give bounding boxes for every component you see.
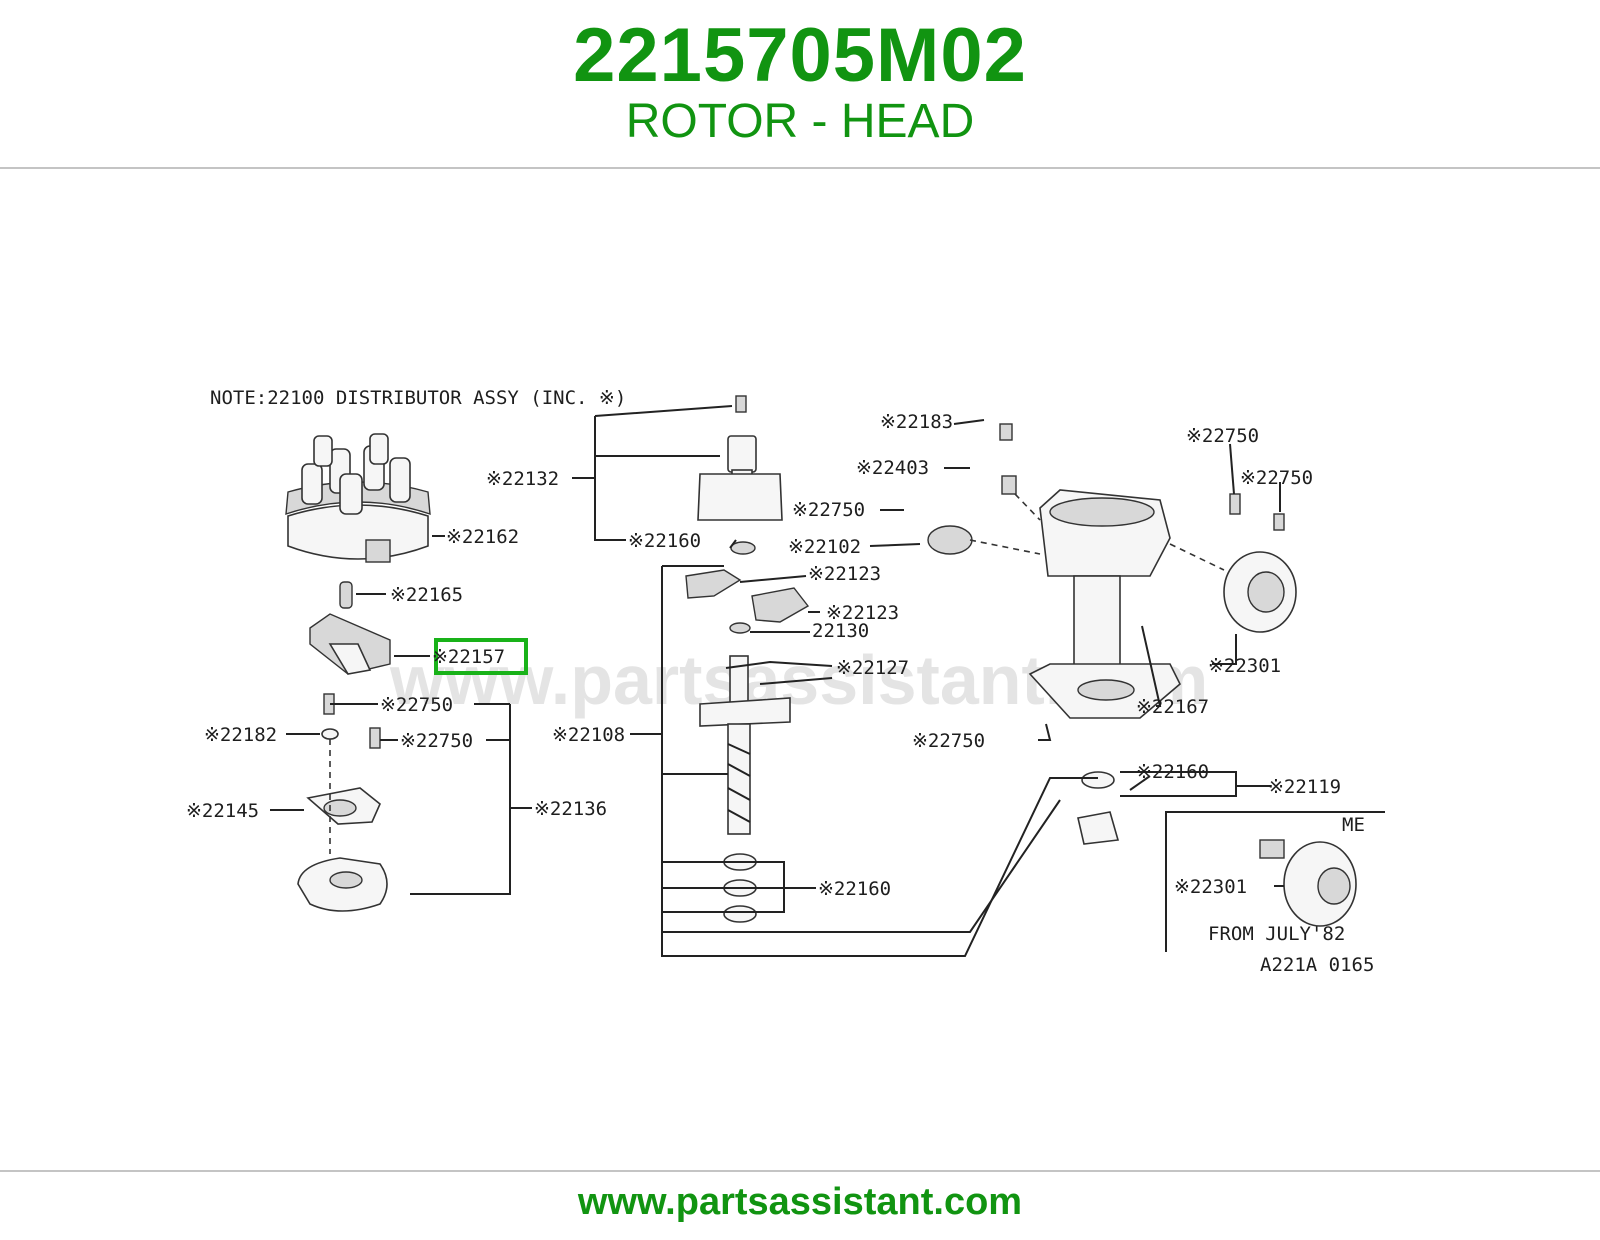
- callout-22123-a[interactable]: ※22123: [808, 563, 881, 585]
- callout-22160-a[interactable]: ※22160: [628, 530, 701, 552]
- diagram-ref-code: A221A 0165: [1260, 954, 1374, 976]
- callout-22750-c[interactable]: ※22750: [792, 499, 865, 521]
- callout-22750-e[interactable]: ※22750: [1240, 467, 1313, 489]
- callout-22108[interactable]: ※22108: [552, 724, 625, 746]
- callout-22183[interactable]: ※22183: [880, 411, 953, 433]
- distributor-exploded-diagram: www.partsassistant.com NOTE:22100 DISTRI…: [186, 387, 1385, 976]
- callout-22160-b[interactable]: ※22160: [818, 878, 891, 900]
- callout-22403[interactable]: ※22403: [856, 457, 929, 479]
- footer-divider: [0, 1170, 1600, 1172]
- distributor-housing-drawing: [927, 423, 1181, 719]
- callout-22165[interactable]: ※22165: [390, 584, 463, 606]
- breaker-plate-drawing: [297, 693, 388, 912]
- callout-22750-a[interactable]: ※22750: [380, 694, 453, 716]
- vacuum-advance-drawing: [1169, 493, 1297, 633]
- governor-weights-drawing: [685, 569, 810, 634]
- rotor-head-drawing: [309, 613, 391, 675]
- callout-22132[interactable]: ※22132: [486, 468, 559, 490]
- diagram-note: NOTE:22100 DISTRIBUTOR ASSY (INC. ※): [210, 387, 626, 409]
- callout-22162[interactable]: ※22162: [446, 526, 519, 548]
- callout-22750-d[interactable]: ※22750: [1186, 425, 1259, 447]
- callout-22123-b[interactable]: ※22123: [826, 602, 899, 624]
- callout-22127[interactable]: ※22127: [836, 657, 909, 679]
- variant-vacuum-unit-drawing: [1259, 839, 1357, 927]
- callout-22301-a[interactable]: ※22301: [1208, 655, 1281, 677]
- callout-22130[interactable]: 22130: [812, 620, 869, 642]
- highlighted-part-box: [434, 638, 528, 675]
- callout-22182[interactable]: ※22182: [204, 724, 277, 746]
- brush-drawing: [339, 581, 353, 609]
- callout-22301-b[interactable]: ※22301: [1174, 876, 1247, 898]
- callout-22102[interactable]: ※22102: [788, 536, 861, 558]
- variant-code: ME: [1342, 814, 1365, 836]
- distributor-cap-drawing: [285, 433, 431, 563]
- part-name: ROTOR - HEAD: [625, 95, 975, 148]
- callout-22145[interactable]: ※22145: [186, 800, 259, 822]
- drive-collar-drawing: [1077, 771, 1151, 845]
- page-header: 2215705M02 ROTOR - HEAD: [0, 0, 1600, 168]
- cam-housing-drawing: [697, 395, 783, 555]
- callout-22119[interactable]: ※22119: [1268, 776, 1341, 798]
- footer-url[interactable]: www.partsassistant.com: [577, 1181, 1023, 1223]
- part-number: 2215705M02: [573, 13, 1027, 98]
- distributor-shaft-drawing: [699, 655, 791, 923]
- callout-22167[interactable]: ※22167: [1136, 696, 1209, 718]
- callout-22750-f[interactable]: ※22750: [912, 730, 985, 752]
- header-divider: [0, 167, 1600, 169]
- callout-22157[interactable]: ※22157: [432, 646, 505, 668]
- variant-note: FROM JULY'82: [1208, 923, 1345, 945]
- leader-lines: [270, 405, 1385, 957]
- callout-22136[interactable]: ※22136: [534, 798, 607, 820]
- callout-22160-c[interactable]: ※22160: [1136, 761, 1209, 783]
- callout-22750-b[interactable]: ※22750: [400, 730, 473, 752]
